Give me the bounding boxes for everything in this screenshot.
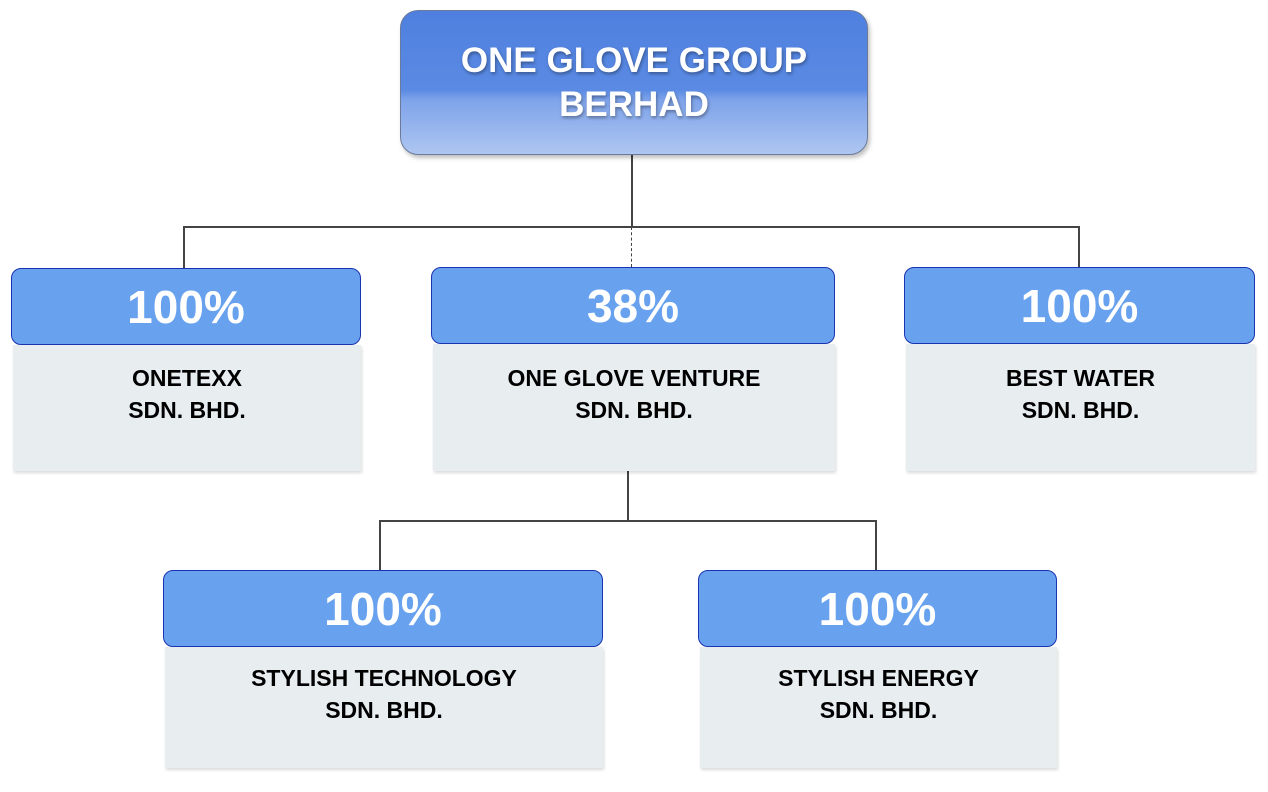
connector — [1078, 226, 1080, 268]
ownership-percent: 100% — [904, 267, 1255, 344]
ownership-percent: 38% — [431, 267, 835, 344]
company-name: ONETEXX — [132, 365, 242, 391]
connector — [183, 226, 185, 268]
connector — [183, 226, 1080, 228]
connector — [379, 520, 381, 570]
root-name-line1: ONE GLOVE GROUP — [460, 40, 808, 80]
company-box: ONE GLOVE VENTURE SDN. BHD. — [433, 344, 835, 471]
ownership-percent: 100% — [163, 570, 603, 647]
company-suffix: SDN. BHD. — [575, 396, 693, 423]
company-box: BEST WATER SDN. BHD. — [906, 344, 1255, 471]
company-name: BEST WATER — [1005, 364, 1156, 391]
ownership-percent: 100% — [698, 570, 1057, 647]
connector — [631, 153, 633, 227]
company-box: STYLISH TECHNOLOGY SDN. BHD. — [165, 647, 603, 768]
company-name: ONE GLOVE VENTURE — [507, 364, 761, 391]
company-suffix: SDN. BHD. — [128, 397, 246, 423]
connector — [627, 471, 629, 522]
company-suffix: SDN. BHD. — [325, 696, 443, 723]
connector — [875, 520, 877, 570]
root-name-line2: BERHAD — [559, 84, 709, 124]
company-name: STYLISH TECHNOLOGY — [251, 664, 517, 691]
dashed-connector — [631, 227, 632, 267]
connector — [379, 520, 876, 522]
company-name: STYLISH ENERGY — [778, 664, 979, 691]
company-suffix: SDN. BHD. — [1021, 396, 1140, 423]
ownership-percent: 100% — [11, 268, 361, 345]
company-suffix: SDN. BHD. — [819, 696, 938, 723]
company-box: ONETEXX SDN. BHD. — [13, 345, 361, 471]
company-box: STYLISH ENERGY SDN. BHD. — [700, 647, 1057, 768]
